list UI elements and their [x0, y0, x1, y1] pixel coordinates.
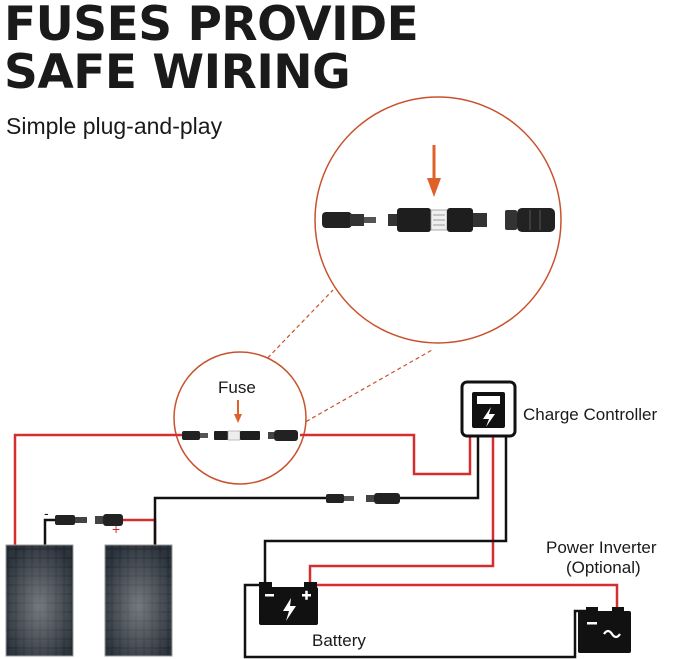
fuse-label: Fuse	[218, 378, 256, 397]
title-line-1: FUSES PROVIDE	[4, 0, 419, 52]
negative-wires	[43, 436, 591, 659]
battery-label: Battery	[312, 631, 366, 650]
charge-controller-icon	[460, 380, 517, 438]
magnified-inline-fuse-icon	[388, 208, 487, 232]
power-inverter-icon	[578, 607, 631, 653]
title-line-2: SAFE WIRING	[4, 45, 351, 100]
callout-line-right	[299, 349, 433, 426]
panel-positive-label: +	[112, 521, 121, 537]
solar-panel-right	[104, 544, 173, 657]
negative-line-connector-icon	[326, 493, 400, 504]
solar-panel-left	[5, 544, 74, 657]
power-inverter-label: Power Inverter	[546, 538, 657, 557]
fuse-arrow-icon	[234, 400, 242, 423]
magnified-fuse-arrow-icon	[427, 145, 441, 197]
callout-line-left	[257, 289, 334, 369]
panel-connector-icon	[55, 514, 123, 526]
subtitle: Simple plug-and-play	[6, 113, 223, 139]
inline-fuse-icon	[182, 430, 298, 441]
battery-icon	[259, 582, 318, 625]
positive-wires	[13, 433, 619, 610]
magnified-connector-left-icon	[322, 212, 376, 228]
charge-controller-label: Charge Controller	[523, 405, 658, 424]
panel-negative-label: -	[44, 505, 49, 521]
power-inverter-optional-label: (Optional)	[566, 558, 641, 577]
magnified-connector-right-icon	[505, 208, 555, 232]
